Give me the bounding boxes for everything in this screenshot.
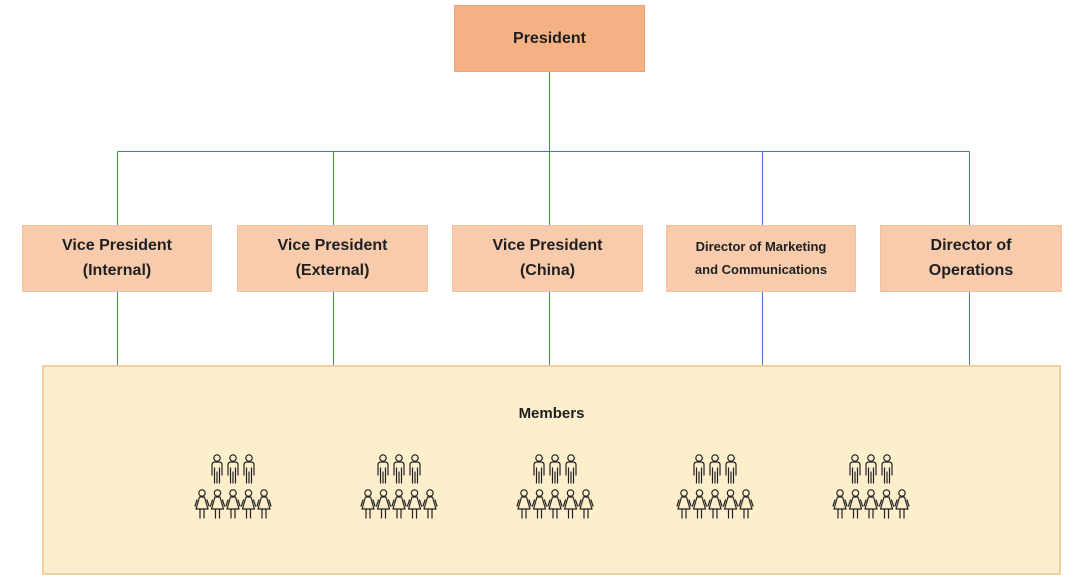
president-label: President — [513, 29, 586, 47]
people-group-icon — [358, 452, 440, 522]
director-marketing-box: Director of Marketing and Communications — [666, 225, 856, 292]
director-marketing-title: Director of Marketing — [695, 238, 827, 254]
vp-external-subtitle: (External) — [295, 261, 370, 279]
members-label: Members — [518, 405, 585, 422]
people-group-icon — [192, 452, 274, 522]
vp-internal-box: Vice President (Internal) — [22, 225, 212, 292]
director-marketing-subtitle: and Communications — [694, 261, 828, 277]
vp-external-box: Vice President (External) — [237, 225, 428, 292]
vp-china-box: Vice President (China) — [452, 225, 643, 292]
members-box: Members — [42, 365, 1061, 575]
vp-china-title: Vice President — [492, 236, 603, 254]
vp-china-subtitle: (China) — [519, 261, 576, 279]
vp-internal-subtitle: (Internal) — [82, 261, 152, 279]
people-group-icon — [674, 452, 756, 522]
vp-external-title: Vice President — [277, 236, 388, 254]
director-operations-box: Director of Operations — [880, 225, 1062, 292]
people-group-icon — [830, 452, 912, 522]
director-operations-subtitle: Operations — [928, 261, 1014, 279]
connector-lines — [117, 72, 970, 366]
people-group-icon — [514, 452, 596, 522]
vp-internal-title: Vice President — [62, 236, 172, 254]
president-box: President — [454, 5, 645, 72]
director-operations-title: Director of — [930, 236, 1012, 254]
